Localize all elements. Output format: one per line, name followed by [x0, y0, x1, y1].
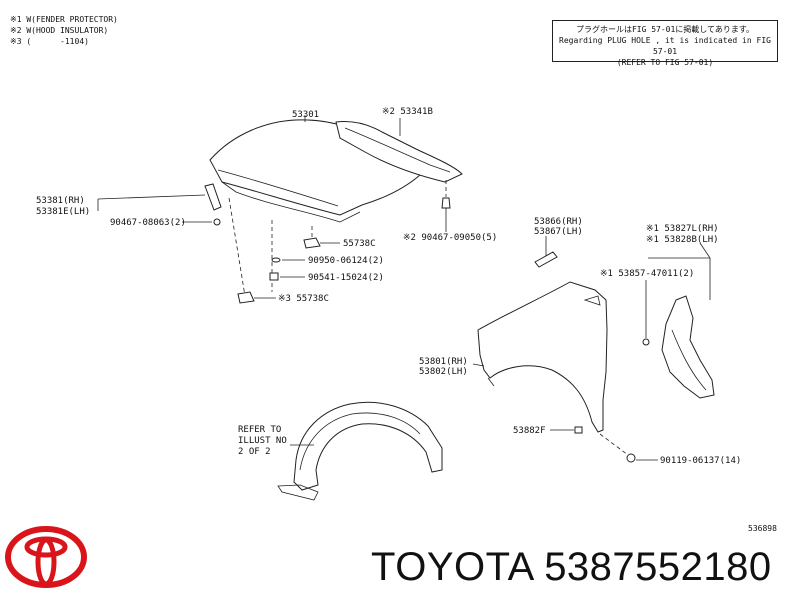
legend-note: ※1 W(FENDER PROTECTOR)	[10, 15, 118, 24]
fender-bracket-icon	[574, 426, 583, 434]
callout-90467-09050: ※2 90467-09050(5)	[403, 233, 497, 243]
callout-53381e-lh: 53381E(LH)	[36, 207, 90, 217]
bumper-icon	[269, 272, 279, 281]
callout-90541-15024: 90541-15024(2)	[308, 273, 384, 283]
diagram-id: 536898	[748, 524, 777, 533]
callout-90119-06137: 90119-06137(14)	[660, 456, 741, 466]
callout-53827l-rh: ※1 53827L(RH)	[646, 224, 719, 234]
notice-line-refer: (REFER TO FIG 57-01)	[616, 58, 714, 67]
notice-line-jp: プラグホールはFIG 57-01に掲載してあります。	[575, 25, 755, 34]
notice-line-en: Regarding PLUG HOLE , it is indicated in…	[559, 36, 771, 56]
hood-cushion[interactable]	[237, 291, 255, 304]
fender-liner[interactable]	[277, 401, 443, 501]
callout-53381-rh: 53381(RH)	[36, 196, 85, 206]
callout-55738c-s3: ※3 55738C	[278, 294, 329, 304]
callout-53828b-lh: ※1 53828B(LH)	[646, 235, 719, 245]
refer-line: ILLUST NO	[238, 436, 287, 446]
grommet-icon	[271, 257, 281, 263]
toyota-logo-icon	[5, 526, 87, 588]
legend-notes: ※1 W(FENDER PROTECTOR) ※2 W(HOOD INSULAT…	[10, 14, 118, 47]
legend-note: ※2 W(HOOD INSULATOR)	[10, 26, 109, 35]
bolt-icon	[626, 453, 636, 463]
part-number: 5387552180	[544, 545, 772, 589]
callout-53341b: ※2 53341B	[382, 107, 433, 117]
callout-90950-06124: 90950-06124(2)	[308, 256, 384, 266]
hood-cushion[interactable]	[303, 237, 321, 249]
fender-protector[interactable]	[661, 295, 715, 399]
refer-line: 2 OF 2	[238, 447, 271, 457]
refer-line: REFER TO	[238, 425, 281, 435]
callout-53882f: 53882F	[513, 426, 546, 436]
hood-hinge[interactable]	[204, 183, 222, 211]
brand-name: TOYOTA	[371, 545, 533, 589]
callout-53857-47011: ※1 53857-47011(2)	[600, 269, 694, 279]
callout-53867-lh: 53867(LH)	[534, 227, 583, 237]
legend-note: ※3 ( -1104)	[10, 37, 89, 46]
callout-53801-rh: 53801(RH)	[419, 357, 468, 367]
callout-53301: 53301	[292, 110, 319, 120]
fender-seal[interactable]	[534, 251, 558, 268]
clip-icon	[642, 338, 650, 346]
plug-hole-notice: プラグホールはFIG 57-01に掲載してあります。 Regarding PLU…	[552, 20, 778, 67]
clip-icon	[441, 197, 451, 209]
callout-53802-lh: 53802(LH)	[419, 367, 468, 377]
front-fender[interactable]	[477, 281, 608, 433]
part-number-footer: TOYOTA 5387552180	[371, 545, 772, 590]
callout-53866-rh: 53866(RH)	[534, 217, 583, 227]
clip-icon	[213, 218, 221, 226]
callout-90467-08063: 90467-08063(2)	[110, 218, 186, 228]
callout-55738c: 55738C	[343, 239, 376, 249]
hood-insulator[interactable]	[335, 121, 463, 183]
